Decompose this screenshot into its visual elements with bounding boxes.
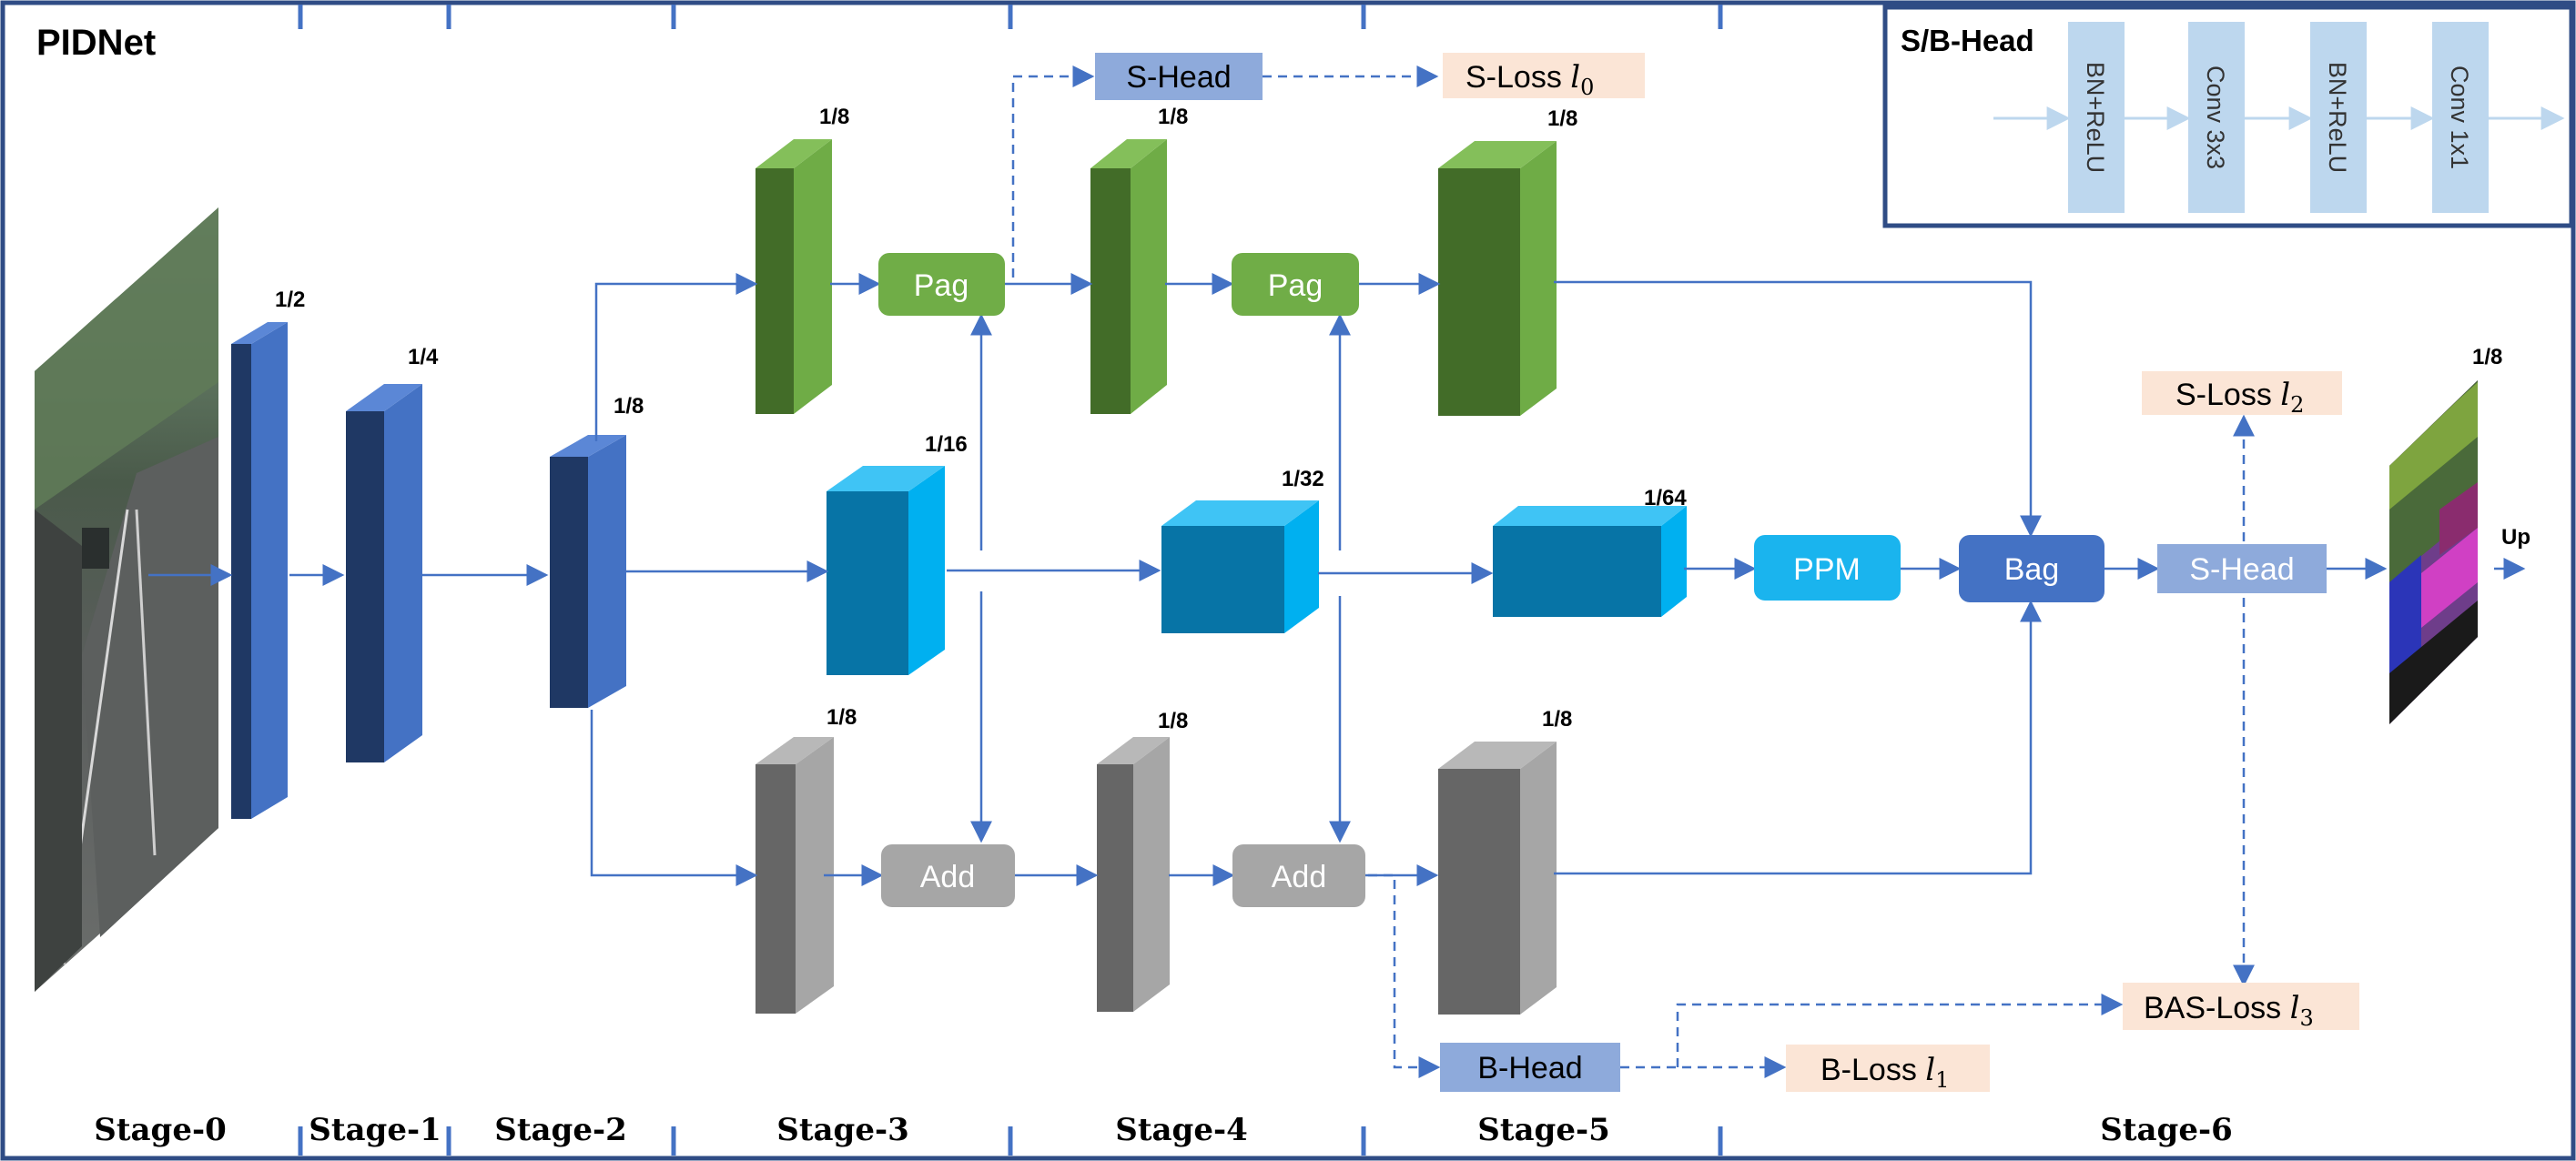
legend-block-4-label: Conv 1x1 <box>2446 66 2473 169</box>
stage-label-3: Stage-3 <box>776 1112 908 1148</box>
stage-label-1: Stage-1 <box>309 1112 441 1148</box>
s-loss-0-label: S-Loss l0 <box>1465 59 1594 100</box>
scale-stage1: 1/4 <box>408 345 439 369</box>
block-d3 <box>756 737 834 1014</box>
block-d5 <box>1438 742 1557 1015</box>
block-p3 <box>756 139 832 414</box>
b-head-label: B-Head <box>1477 1051 1582 1085</box>
up-label: Up <box>2501 525 2530 550</box>
output-segmentation <box>2389 380 2478 724</box>
stage-label-2: Stage-2 <box>494 1112 626 1148</box>
stage-dividers-top <box>300 5 1720 29</box>
stage-labels: Stage-0 Stage-1 Stage-2 Stage-3 Stage-4 … <box>94 1112 2232 1148</box>
block-i4 <box>1161 500 1319 633</box>
stage-label-4: Stage-4 <box>1115 1112 1247 1148</box>
scale-stage2: 1/8 <box>614 394 644 419</box>
legend-sb-head: S/B-Head BN+ReLU Conv 3x3 BN+ReLU Conv 1… <box>1885 7 2571 226</box>
block-stage0 <box>231 322 288 819</box>
s-head-out-label: S-Head <box>2189 552 2294 587</box>
legend-block-2-label: Conv 3x3 <box>2202 66 2229 169</box>
stage-label-0: Stage-0 <box>94 1112 226 1148</box>
add-module-2-label: Add <box>1272 860 1327 894</box>
block-p5 <box>1438 141 1557 416</box>
block-stage2 <box>550 435 626 708</box>
pag-module-1-label: Pag <box>914 268 969 303</box>
s-head-top-label: S-Head <box>1126 60 1231 95</box>
b-loss-1-label: B-Loss l1 <box>1820 1052 1949 1093</box>
bag-module-label: Bag <box>2004 552 2060 587</box>
stage-label-5: Stage-5 <box>1477 1112 1609 1148</box>
bas-loss-3-label: BAS-Loss l3 <box>2144 990 2314 1031</box>
block-p4 <box>1090 139 1167 414</box>
stage-label-6: Stage-6 <box>2100 1112 2232 1148</box>
ppm-module-label: PPM <box>1793 552 1861 587</box>
block-i3 <box>827 466 945 675</box>
diagram-title: PIDNet <box>36 23 156 63</box>
block-stage1 <box>346 384 422 762</box>
scale-i3: 1/16 <box>925 432 968 457</box>
scale-d5: 1/8 <box>1542 707 1572 732</box>
block-i5 <box>1493 506 1687 617</box>
scale-d3: 1/8 <box>827 705 857 730</box>
scale-stage0: 1/2 <box>275 288 305 312</box>
legend-block-3-label: BN+ReLU <box>2324 62 2351 173</box>
add-module-1-label: Add <box>920 860 976 894</box>
scale-i4: 1/32 <box>1282 467 1324 491</box>
scale-p4: 1/8 <box>1158 105 1188 129</box>
scale-i5: 1/64 <box>1644 486 1687 510</box>
legend-title: S/B-Head <box>1901 24 2034 57</box>
scale-p3: 1/8 <box>819 105 849 129</box>
scale-d4: 1/8 <box>1158 709 1188 733</box>
s-loss-2-label: S-Loss l2 <box>2175 377 2304 418</box>
pag-module-2-label: Pag <box>1268 268 1323 303</box>
block-d4 <box>1097 737 1170 1012</box>
input-image <box>35 207 218 992</box>
scale-out: 1/8 <box>2472 345 2502 369</box>
legend-block-1-label: BN+ReLU <box>2082 62 2109 173</box>
scale-p5: 1/8 <box>1547 106 1577 131</box>
